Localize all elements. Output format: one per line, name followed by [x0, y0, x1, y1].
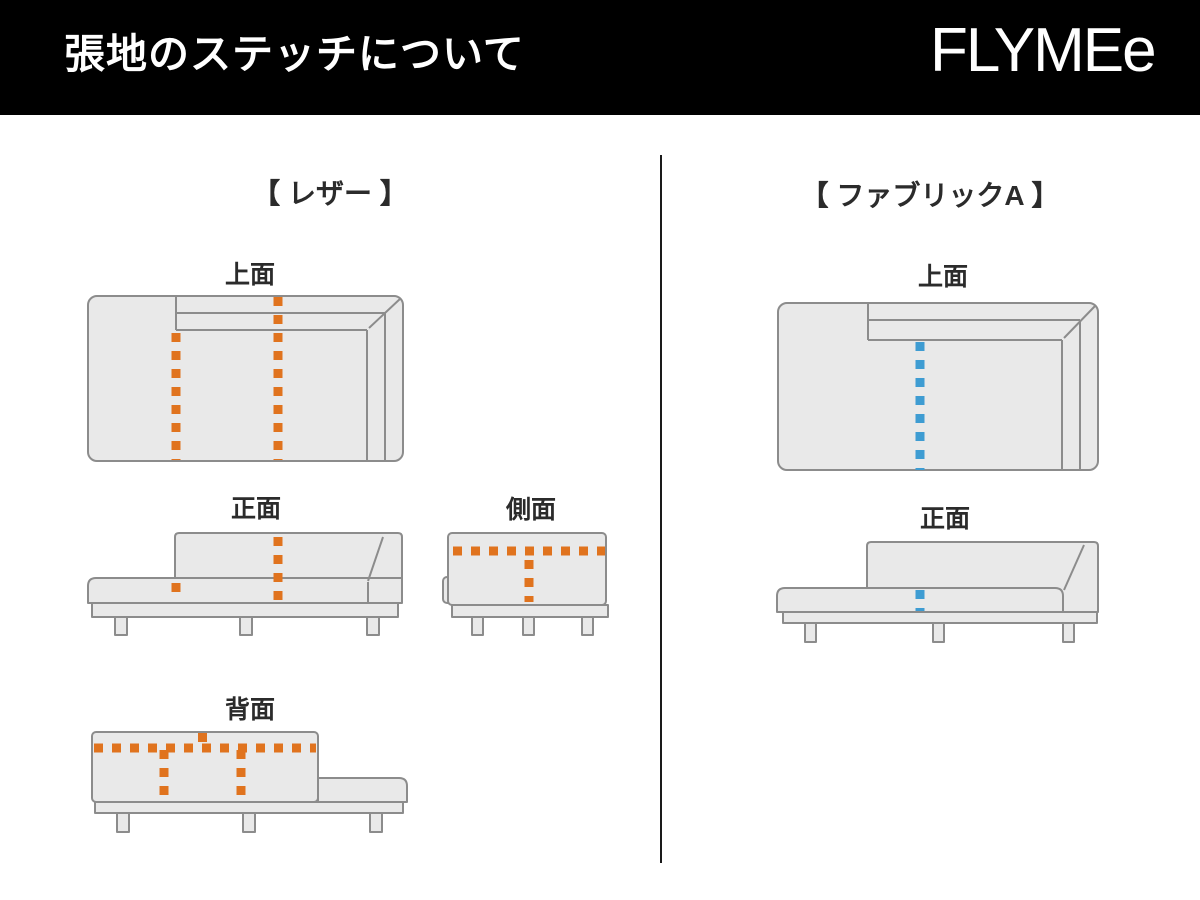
sofa-leg: [116, 812, 130, 833]
corner-miter-edge: [368, 297, 402, 329]
sofa-leg: [369, 812, 383, 833]
sofa-base: [782, 611, 1098, 624]
sofa-body: [777, 302, 1099, 471]
leather-top-view-diagram: [87, 295, 404, 462]
stitch-mark: [198, 733, 207, 742]
fabric-section-title: 【 ファブリックA 】: [800, 180, 1060, 211]
fabric-front-view-diagram: [776, 541, 1099, 643]
leather-front-view-label: 正面: [230, 495, 282, 523]
page-title: 張地のステッチについて: [64, 31, 525, 77]
fabric-top-view-diagram: [777, 302, 1099, 471]
armrest-edge: [367, 536, 384, 582]
sofa-leg: [581, 616, 594, 636]
armrest-edge: [1063, 544, 1085, 591]
sofa-seat: [317, 777, 408, 803]
sofa-leg: [242, 812, 256, 833]
leather-top-view-label: 上面: [224, 261, 276, 289]
sofa-base: [91, 602, 399, 618]
sofa-leg: [522, 616, 535, 636]
sofa-backrest: [91, 731, 319, 803]
corner-miter-edge: [1063, 304, 1097, 339]
leather-front-view-diagram: [87, 532, 403, 636]
leather-side-view-label: 側面: [505, 496, 557, 524]
column-divider: [660, 155, 662, 863]
sofa-leg: [804, 622, 817, 643]
fabric-top-view-label: 上面: [917, 263, 969, 291]
header-bar: 張地のステッチについて FLYMEe: [0, 0, 1200, 115]
leather-back-view-diagram: [91, 731, 408, 833]
sofa-seat: [87, 577, 403, 604]
sofa-base: [94, 801, 404, 814]
sofa-leg: [114, 616, 128, 636]
fabric-front-view-label: 正面: [919, 505, 971, 533]
sofa-leg: [1062, 622, 1075, 643]
brand-logo: FLYMEe: [930, 16, 1157, 85]
leather-back-view-label: 背面: [224, 696, 276, 724]
leather-side-view-diagram: [442, 532, 609, 636]
leather-section-title: 【 レザー 】: [252, 178, 408, 209]
sofa-backrest: [174, 532, 403, 581]
sofa-base: [451, 604, 609, 618]
sofa-leg: [471, 616, 484, 636]
sofa-leg: [932, 622, 945, 643]
sofa-body: [87, 295, 404, 462]
sofa-leg: [366, 616, 380, 636]
sofa-leg: [239, 616, 253, 636]
